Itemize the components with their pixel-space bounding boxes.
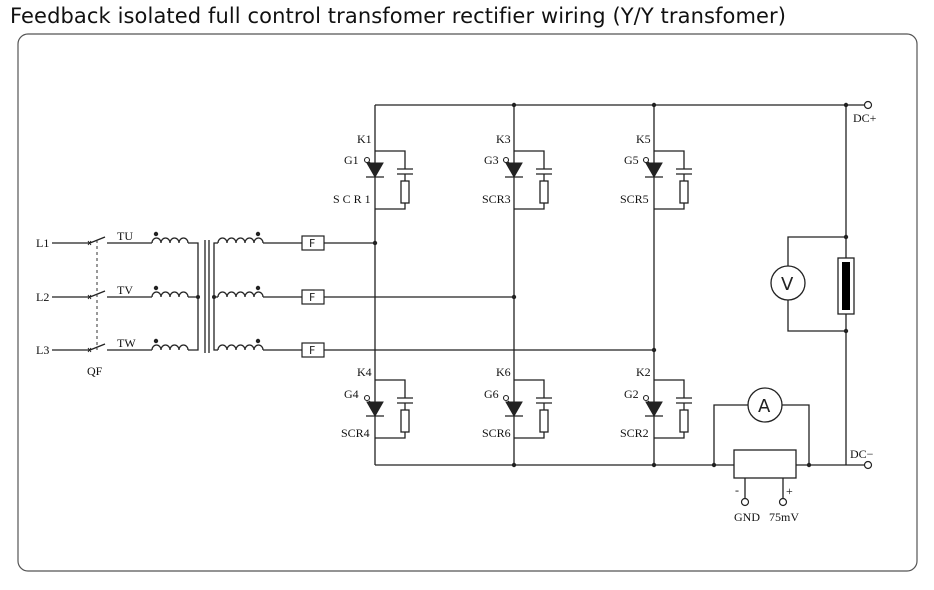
dc-plus-terminal <box>863 100 873 110</box>
fuse-label: F <box>309 344 315 357</box>
shunt-minus-label: - <box>735 483 739 497</box>
mv-label: 75mV <box>769 510 799 524</box>
page-title: Feedback isolated full control transfome… <box>10 4 787 28</box>
label-l1: L1 <box>36 236 49 250</box>
label-l3: L3 <box>36 343 49 357</box>
fuse-u: F <box>301 235 325 251</box>
label-tu: TU <box>117 229 133 243</box>
shunt-leads <box>744 478 784 498</box>
ammeter-label: A <box>758 396 771 417</box>
transformer <box>151 231 302 353</box>
label-k5: K5 <box>636 132 651 146</box>
label-scr5: SCR5 <box>620 192 649 206</box>
diagram-frame <box>17 33 918 572</box>
ammeter <box>747 387 783 423</box>
label-g1: G1 <box>344 153 359 167</box>
fuse-label: F <box>309 237 315 250</box>
voltmeter-wiring <box>787 236 846 332</box>
mv-terminal <box>778 497 788 507</box>
label-g6: G6 <box>484 387 499 401</box>
shunt-plus-label: + <box>786 484 793 498</box>
load-resistor-core <box>842 262 850 310</box>
thyristor-cell-scr1 <box>363 105 413 243</box>
label-scr1: S C R 1 <box>333 192 371 206</box>
label-k2: K2 <box>636 365 651 379</box>
label-scr3: SCR3 <box>482 192 511 206</box>
thyristor-cell-scr6 <box>502 379 552 439</box>
label-tv: TV <box>117 283 133 297</box>
voltmeter <box>770 265 806 301</box>
gnd-label: GND <box>734 510 760 524</box>
gnd-terminal <box>740 497 750 507</box>
label-scr4: SCR4 <box>341 426 370 440</box>
label-dc-minus: DC− <box>850 447 874 461</box>
label-qf: QF <box>87 364 103 378</box>
label-tw: TW <box>117 336 136 350</box>
label-k6: K6 <box>496 365 511 379</box>
ammeter-wiring <box>713 404 810 465</box>
thyristor-cell-scr2 <box>642 379 692 439</box>
dc-minus-terminal <box>863 460 873 470</box>
label-scr2: SCR2 <box>620 426 649 440</box>
shunt <box>733 449 797 479</box>
input-lines <box>52 236 152 353</box>
label-g4: G4 <box>344 387 359 401</box>
label-dc-plus: DC+ <box>853 111 877 125</box>
label-k3: K3 <box>496 132 511 146</box>
label-k4: K4 <box>357 365 372 379</box>
label-l2: L2 <box>36 290 49 304</box>
thyristor-cell-scr4 <box>363 379 413 439</box>
label-k1: K1 <box>357 132 372 146</box>
label-g3: G3 <box>484 153 499 167</box>
label-scr6: SCR6 <box>482 426 511 440</box>
voltmeter-label: V <box>781 274 794 295</box>
label-g5: G5 <box>624 153 639 167</box>
fuse-w: F <box>301 342 325 358</box>
label-g2: G2 <box>624 387 639 401</box>
fuse-v: F <box>301 289 325 305</box>
fuse-label: F <box>309 291 315 304</box>
